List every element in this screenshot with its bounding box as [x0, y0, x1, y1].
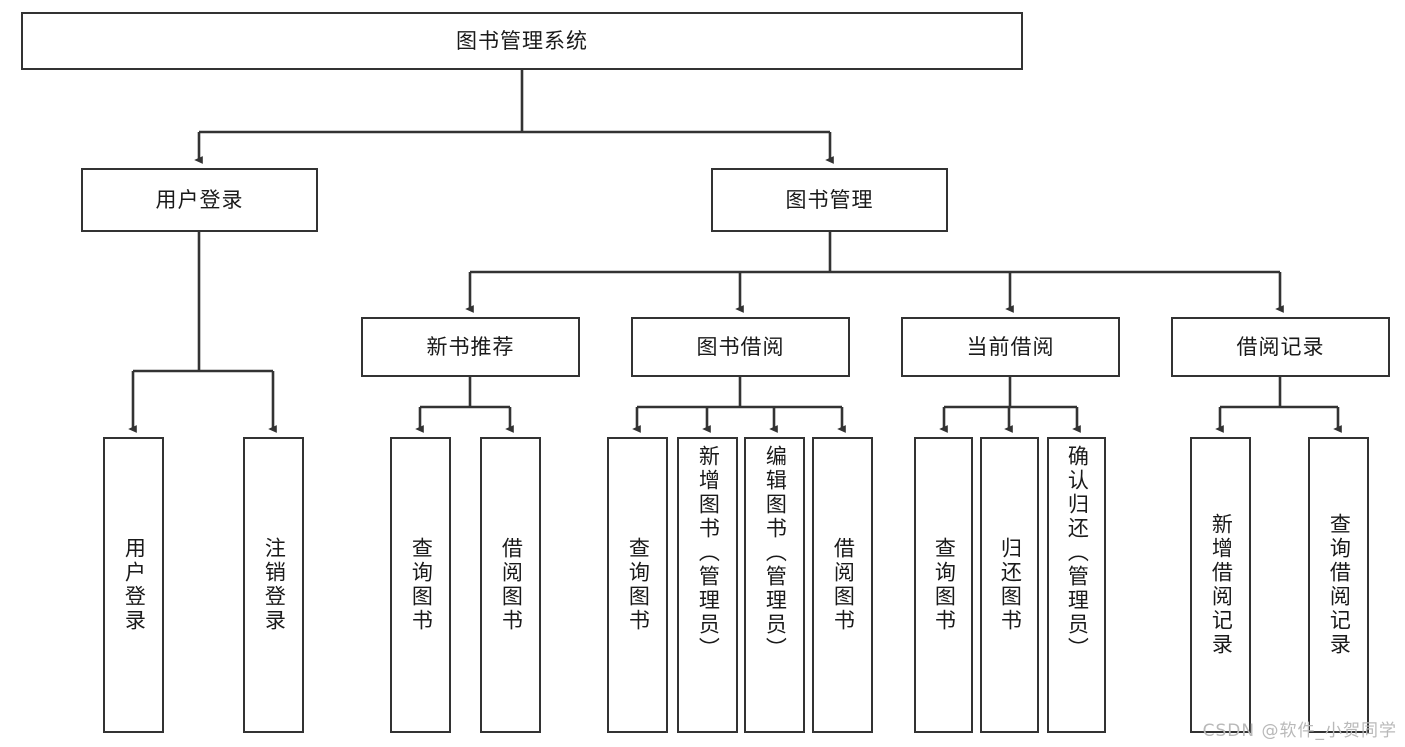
node-book-management[interactable]: 图书管理: [711, 168, 948, 232]
node-label: 编辑图书（管理员）: [763, 445, 788, 661]
leaf-new-book-borrow-books[interactable]: 借阅图书: [480, 437, 541, 733]
leaf-current-borrow-confirm-return-admin[interactable]: 确认归还（管理员）: [1047, 437, 1106, 733]
leaf-book-borrow-borrow-books[interactable]: 借阅图书: [812, 437, 873, 733]
node-label: 用户登录: [155, 187, 244, 212]
node-label: 查询图书: [626, 537, 651, 633]
leaf-current-borrow-return-books[interactable]: 归还图书: [980, 437, 1039, 733]
node-current-borrowing[interactable]: 当前借阅: [901, 317, 1120, 377]
node-label: 查询借阅记录: [1327, 513, 1352, 657]
leaf-user-login-signout[interactable]: 注销登录: [243, 437, 304, 733]
node-label: 用户登录: [122, 537, 147, 633]
node-label: 查询图书: [409, 537, 434, 633]
node-label: 确认归还（管理员）: [1065, 445, 1090, 661]
leaf-book-borrow-query-books[interactable]: 查询图书: [607, 437, 668, 733]
node-book-borrowing[interactable]: 图书借阅: [631, 317, 850, 377]
node-new-book-recommendation[interactable]: 新书推荐: [361, 317, 580, 377]
node-label: 当前借阅: [966, 334, 1055, 359]
node-label: 借阅图书: [831, 537, 856, 633]
node-label: 新增图书（管理员）: [696, 445, 721, 661]
node-label: 归还图书: [998, 537, 1023, 633]
leaf-current-borrow-query-books[interactable]: 查询图书: [914, 437, 973, 733]
node-user-login[interactable]: 用户登录: [81, 168, 318, 232]
node-label: 查询图书: [932, 537, 957, 633]
node-borrowing-records[interactable]: 借阅记录: [1171, 317, 1390, 377]
leaf-borrow-record-add-record[interactable]: 新增借阅记录: [1190, 437, 1251, 733]
node-label: 借阅图书: [499, 537, 524, 633]
leaf-borrow-record-query-record[interactable]: 查询借阅记录: [1308, 437, 1369, 733]
node-label: 借阅记录: [1236, 334, 1325, 359]
node-label: 新增借阅记录: [1209, 513, 1234, 657]
node-label: 图书管理: [785, 187, 874, 212]
leaf-user-login-signin[interactable]: 用户登录: [103, 437, 164, 733]
leaf-book-borrow-edit-book-admin[interactable]: 编辑图书（管理员）: [744, 437, 805, 733]
leaf-book-borrow-add-book-admin[interactable]: 新增图书（管理员）: [677, 437, 738, 733]
node-label: 新书推荐: [426, 334, 515, 359]
leaf-new-book-query-books[interactable]: 查询图书: [390, 437, 451, 733]
node-label: 注销登录: [262, 537, 287, 633]
node-label: 图书管理系统: [456, 28, 588, 53]
node-label: 图书借阅: [696, 334, 785, 359]
watermark-text: CSDN @软件_小贺同学: [1202, 721, 1397, 741]
node-root-book-management-system[interactable]: 图书管理系统: [21, 12, 1023, 70]
